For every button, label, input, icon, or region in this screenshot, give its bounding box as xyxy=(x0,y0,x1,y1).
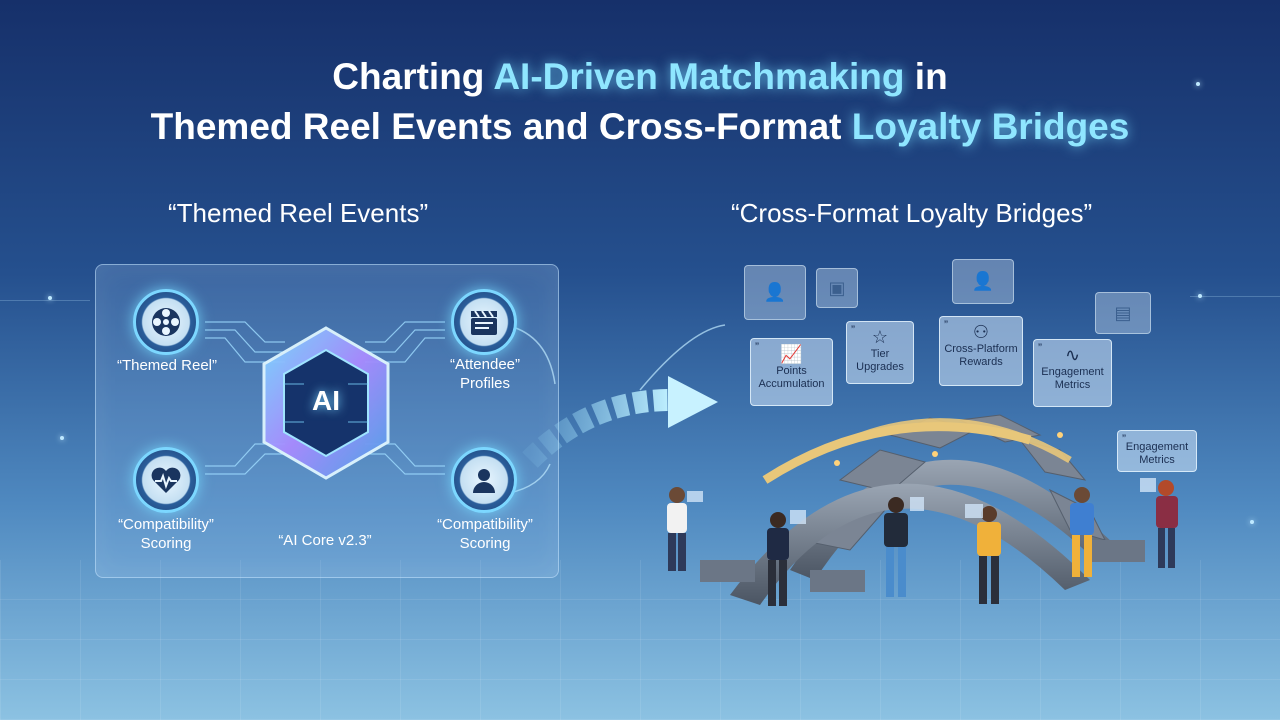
share-nodes-icon: ⚇ xyxy=(940,321,1022,343)
cross-platform-rewards-card: ” ⚇ Cross-Platform Rewards xyxy=(939,316,1023,386)
decor-line xyxy=(0,300,90,301)
points-accumulation-card: ” 📈 Points Accumulation xyxy=(750,338,833,406)
star-icon: ☆ xyxy=(847,326,913,348)
decor-line xyxy=(1190,296,1280,297)
user-profile-icon xyxy=(451,447,517,513)
right-section-label: “Cross-Format Loyalty Bridges” xyxy=(731,198,1092,229)
heart-pulse-icon xyxy=(133,447,199,513)
ai-core-caption: “AI Core v2.3” xyxy=(250,531,400,550)
tv-icon: ▣ xyxy=(816,268,858,308)
quote-mark-icon: ” xyxy=(851,324,855,337)
user-card-icon: 👤 xyxy=(744,265,806,320)
person-figure xyxy=(1140,478,1190,573)
quote-mark-icon: ” xyxy=(944,319,948,332)
sparkle xyxy=(1198,294,1202,298)
user-card-icon: 👤 xyxy=(952,259,1014,304)
person-figure xyxy=(876,495,926,605)
left-section-label: “Themed Reel Events” xyxy=(168,198,428,229)
page-title: Charting AI-Driven Matchmaking in Themed… xyxy=(0,52,1280,152)
person-figure xyxy=(760,510,810,610)
person-figure xyxy=(655,485,705,580)
engagement-metrics-card-secondary: ” Engagement Metrics xyxy=(1117,430,1197,472)
film-reel-icon xyxy=(133,289,199,355)
bar-chart-icon: 📈 xyxy=(751,343,832,365)
person-figure xyxy=(1058,485,1108,583)
tier-upgrades-card: ” ☆ Tier Upgrades xyxy=(846,321,914,384)
sparkle xyxy=(60,436,64,440)
person-figure xyxy=(965,500,1015,610)
clapperboard-icon xyxy=(451,289,517,355)
pulse-icon: ∿ xyxy=(1034,344,1111,366)
engagement-metrics-card: ” ∿ Engagement Metrics xyxy=(1033,339,1112,407)
ai-core-text: AI xyxy=(296,385,356,417)
document-icon: ▤ xyxy=(1095,292,1151,334)
themed-reel-label: “Themed Reel” xyxy=(104,356,230,375)
quote-mark-icon: ” xyxy=(1122,433,1126,446)
compatibility-scoring-right-label: “Compatibility” Scoring xyxy=(415,515,555,553)
quote-mark-icon: ” xyxy=(1038,342,1042,355)
sparkle xyxy=(1250,520,1254,524)
quote-mark-icon: ” xyxy=(755,341,759,354)
sparkle xyxy=(48,296,52,300)
compatibility-scoring-left-label: “Compatibility” Scoring xyxy=(96,515,236,553)
